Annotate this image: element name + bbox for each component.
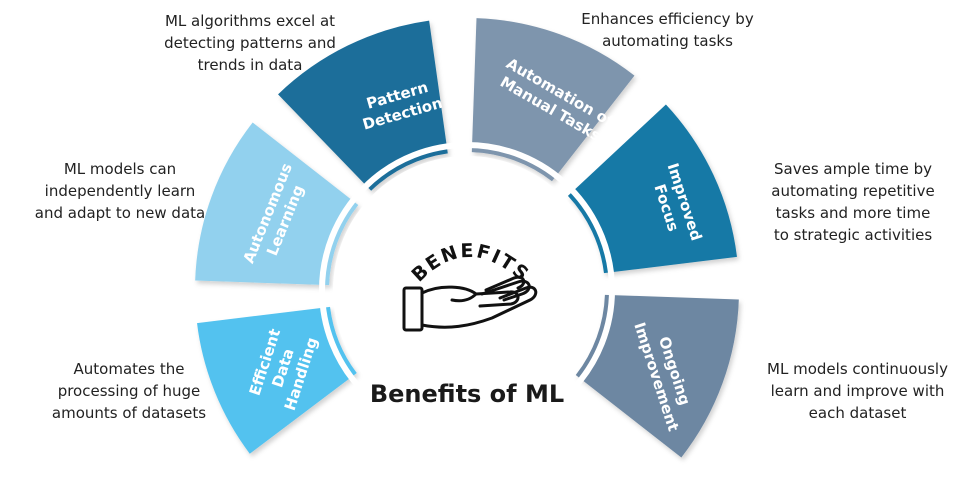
- open-hand-icon: [402, 275, 538, 332]
- inner-ring: [319, 142, 615, 438]
- segment-automation-of-manual-tasks: [471, 18, 635, 182]
- description-autonomous-learning: ML models can independently learn and ad…: [34, 160, 206, 222]
- description-efficient-data-handling: Automates the processing of huge amounts…: [51, 360, 207, 422]
- segment-improved-focus: [567, 104, 737, 274]
- description-improved-focus: Saves ample time by automating repetitiv…: [771, 160, 935, 244]
- description-automation-of-manual-tasks: Enhances efficiency by automating tasks: [581, 10, 754, 50]
- segment-pattern-detection: [278, 20, 448, 191]
- segment-ongoing-improvement: [575, 294, 739, 458]
- segment-efficient-data-handling: [197, 306, 357, 454]
- description-pattern-detection: ML algorithms excel at detecting pattern…: [164, 12, 336, 74]
- segment-autonomous-learning: [195, 122, 359, 286]
- description-ongoing-improvement: ML models continuously learn and improve…: [767, 360, 948, 422]
- main-title: Benefits of ML: [370, 380, 564, 408]
